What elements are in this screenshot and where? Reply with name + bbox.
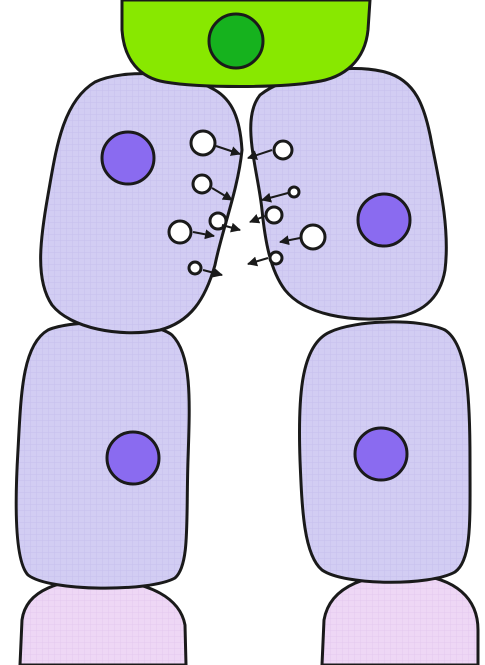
vesicle [169, 221, 191, 243]
upper-right-nucleus [358, 194, 410, 246]
vesicle [270, 252, 282, 264]
vesicle [266, 207, 282, 223]
middle-left-nucleus [107, 432, 159, 484]
vesicle [193, 175, 211, 193]
arrow [248, 258, 268, 264]
vesicle [289, 187, 299, 197]
upper-right-cell [251, 69, 447, 319]
vesicle [189, 262, 201, 274]
upper-left-nucleus [102, 132, 154, 184]
vesicle [301, 225, 325, 249]
upper-left-cell [41, 74, 242, 333]
middle-left-cell [16, 322, 189, 588]
middle-right-nucleus [355, 428, 407, 480]
vesicle [191, 131, 215, 155]
bottom-left-cell [20, 580, 186, 665]
vesicle [274, 141, 292, 159]
vesicle [210, 213, 226, 229]
bottom-right-cell [322, 575, 478, 665]
top-cell-nucleus [209, 14, 263, 68]
